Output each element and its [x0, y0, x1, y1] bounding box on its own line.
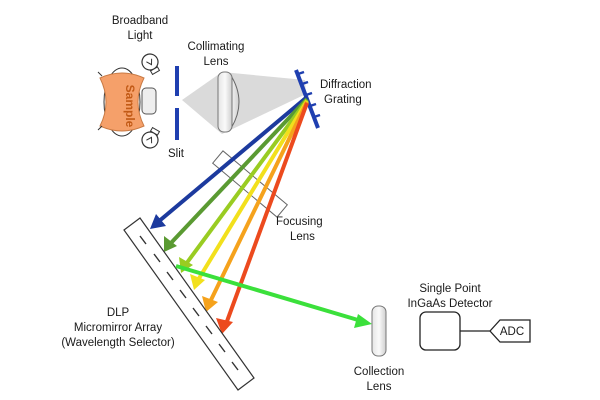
- selected-beam: [175, 264, 359, 322]
- lamp-icon: [141, 126, 161, 149]
- selected-beam-arrowhead: [354, 314, 372, 328]
- sample-label: Sample: [123, 85, 137, 128]
- focusing-label-line1: Focusing: [276, 216, 323, 228]
- collection-label-line2: Lens: [367, 381, 392, 393]
- dispersed-rays: [156, 95, 309, 325]
- grating-label-line1: Diffraction: [320, 79, 372, 91]
- collimating-label-line1: Collimating: [188, 41, 245, 53]
- source-label-line1: Broadband: [112, 15, 168, 27]
- source-label-line2: Light: [128, 30, 154, 42]
- ingaas-detector: [419, 311, 461, 351]
- ray-blue: [156, 95, 309, 224]
- dlp-label-line2: Micromirror Array: [74, 322, 162, 334]
- ray-yellow: [196, 99, 309, 282]
- focusing-label-line2: Lens: [290, 231, 315, 243]
- ray-green: [168, 97, 309, 246]
- adc-box: [489, 319, 531, 343]
- ray-orange: [208, 101, 309, 303]
- ray-red: [224, 102, 309, 325]
- grating-label-line2: Grating: [324, 94, 362, 106]
- collection-lens: [371, 305, 387, 357]
- dlp-label-line3: (Wavelength Selector): [61, 337, 175, 349]
- collimated-beam: [182, 72, 306, 134]
- adc-label: ADC: [500, 326, 524, 338]
- slit-label: Slit: [168, 148, 185, 160]
- collimating-label-line2: Lens: [204, 56, 229, 68]
- collimating-lens-body: [217, 71, 233, 133]
- ray-lime: [184, 98, 309, 266]
- focusing-lens: [211, 150, 289, 218]
- detector-label-line1: Single Point: [419, 283, 481, 295]
- source-lens: [141, 87, 157, 115]
- ray-arrowheads: [150, 214, 233, 334]
- dlp-label-line1: DLP: [107, 307, 130, 319]
- detector-label-line2: InGaAs Detector: [407, 298, 492, 310]
- lamp-icon: [141, 53, 161, 76]
- dlp-micromirror-array: [123, 217, 255, 391]
- collection-label-line1: Collection: [354, 366, 405, 378]
- sample-holder: [97, 67, 145, 137]
